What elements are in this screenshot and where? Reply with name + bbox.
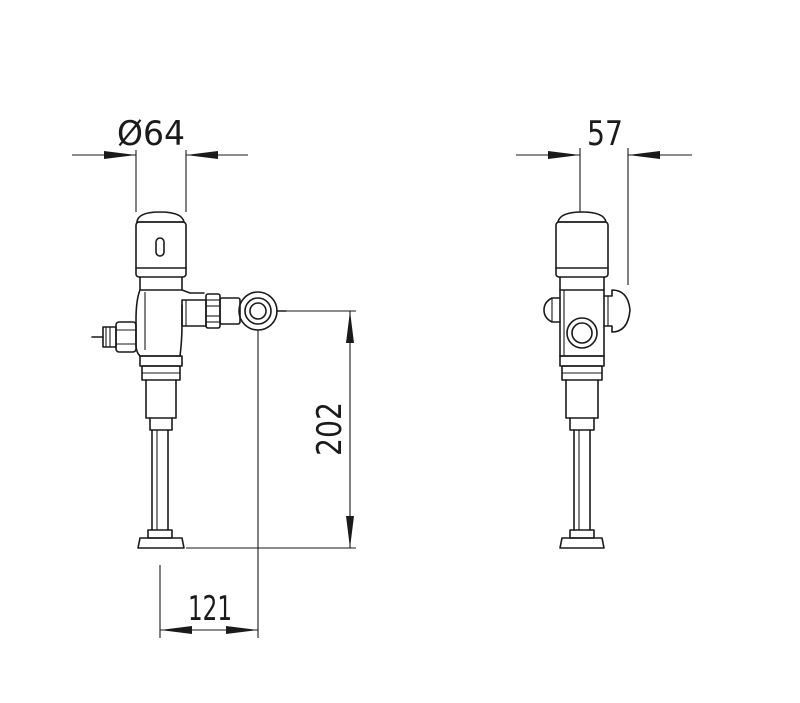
height-dimension: 202	[186, 310, 356, 549]
offset-dimension: 121	[159, 330, 259, 638]
front-outlet-connector	[181, 291, 287, 331]
front-side-valve	[91, 321, 137, 353]
diameter-label: Ø64	[117, 114, 185, 154]
width-label: 57	[587, 114, 623, 154]
front-top-cap	[135, 211, 187, 278]
side-lower-pipe	[559, 355, 605, 549]
side-view: 57	[516, 114, 692, 549]
diameter-dimension: Ø64	[72, 114, 248, 212]
height-label: 202	[310, 402, 350, 456]
side-top-cap	[555, 211, 609, 278]
side-valve-body	[543, 276, 631, 357]
width-dimension: 57	[516, 114, 692, 285]
sensor-window-icon	[155, 237, 165, 257]
front-view: Ø64 202 121	[72, 114, 356, 638]
front-valve-body	[135, 276, 205, 357]
front-lower-pipe	[137, 355, 185, 549]
offset-label: 121	[188, 589, 232, 629]
